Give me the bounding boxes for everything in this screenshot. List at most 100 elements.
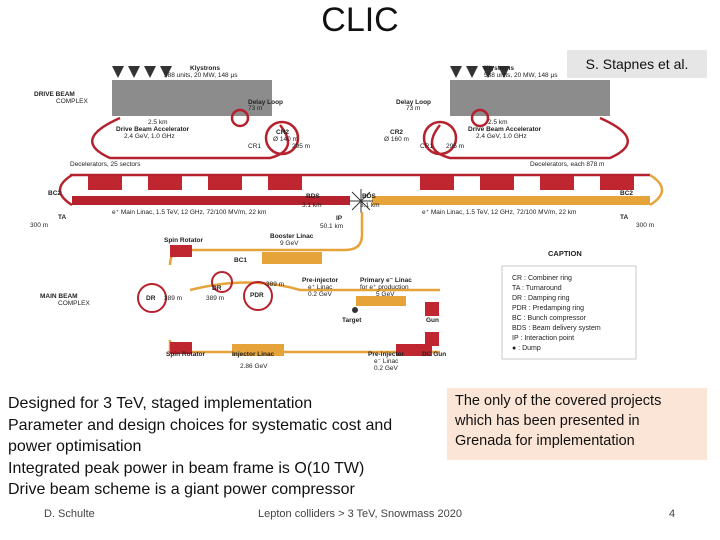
label-ta-left-len: 300 m <box>30 222 48 229</box>
label-klystrons-left: Klystrons <box>190 65 220 72</box>
klystron-icons-right <box>450 66 510 78</box>
main-beam-modules <box>170 245 439 356</box>
label-cr2-right-dim: Ø 160 m <box>384 136 409 143</box>
label-bc2-left: BC2 <box>48 190 61 197</box>
label-pdr-len: 389 m <box>266 281 284 288</box>
label-dr-left: DR <box>146 295 156 302</box>
klystron-block-right <box>450 80 610 116</box>
label-injector-linac: Injector Linac <box>232 351 275 358</box>
label-295-left: 295 m <box>292 143 310 150</box>
label-dr-right: DR <box>212 285 222 292</box>
pdr-ring <box>243 281 273 311</box>
decelerator-modules <box>88 176 634 190</box>
bullet-line: Drive beam scheme is a giant power compr… <box>8 481 355 498</box>
credit-box: S. Stapnes et al. <box>567 50 707 78</box>
label-ip: IP <box>336 215 343 222</box>
label-ta-right-len: 300 m <box>636 222 654 229</box>
label-klystrons-left-spec: 588 units, 20 MW, 148 μs <box>164 72 238 79</box>
label-cr2-left-dim: Ø 140 m <box>273 136 298 143</box>
label-295-right: 295 m <box>446 143 464 150</box>
label-primary-e: Primary e⁻ Linac <box>360 277 412 284</box>
label-dba-left-len: 2.5 km <box>148 119 168 126</box>
main-linac-right <box>372 196 650 205</box>
label-cr2-right: CR2 <box>390 129 403 136</box>
klystron-icons-left <box>112 66 172 78</box>
caption-item: CR : Combiner ring <box>512 275 572 282</box>
dr-ring-left <box>137 283 167 313</box>
label-primary-e-sub: for e⁺ production <box>360 284 409 291</box>
cr2-ring-right <box>422 120 458 156</box>
label-main-beam: MAIN BEAM <box>40 293 78 300</box>
caption-item: BC : Bunch compressor <box>512 315 587 322</box>
label-bc1: BC1 <box>234 257 247 264</box>
dr-ring-right <box>211 271 233 293</box>
label-dr-right-len: 389 m <box>206 295 224 302</box>
interaction-point-icon <box>349 189 373 213</box>
label-bds-left-len: 3.1 km <box>302 202 322 209</box>
label-primary-e-energy: 5 GeV <box>376 291 395 298</box>
delay-loop-right <box>470 108 490 128</box>
label-pre-injector-e: Pre-injector <box>302 277 339 284</box>
drive-beam-loop-right <box>430 116 629 160</box>
label-dba-right-len: 2.5 km <box>488 119 508 126</box>
caption-item: IP : Interaction point <box>512 335 574 342</box>
label-bds-right-len: 3.1 km <box>360 202 380 209</box>
bullet-list: Designed for 3 TeV, staged implementatio… <box>8 393 448 501</box>
turnaround-right <box>649 173 664 207</box>
label-dba-left: Drive Beam Accelerator <box>116 126 190 133</box>
target-dot <box>352 307 358 313</box>
label-cr1-left: CR1 <box>248 143 261 150</box>
label-dba-right-spec: 2.4 GeV, 1.0 GHz <box>476 133 527 140</box>
label-booster-linac: Booster Linac <box>270 233 314 240</box>
label-ta-right: TA <box>620 214 628 221</box>
label-main-linac-right: e⁺ Main Linac, 1.5 TeV, 12 GHz, 72/100 M… <box>422 209 576 216</box>
caption-title: CAPTION <box>548 249 582 258</box>
footer-author: D. Schulte <box>44 508 95 520</box>
label-spin-rotator-top: Spin Rotator <box>164 237 203 244</box>
label-ip-len: 50.1 km <box>320 223 343 230</box>
slide-title: CLIC <box>321 1 399 39</box>
main-linac-left <box>72 196 350 205</box>
label-pre-injector-dc-energy: 0.2 GeV <box>374 365 399 372</box>
label-injector-linac-energy: 2.86 GeV <box>240 363 268 370</box>
footer-event: Lepton colliders > 3 TeV, Snowmass 2020 <box>258 508 462 520</box>
bullet-line: power optimisation <box>8 438 142 455</box>
label-booster-linac-energy: 9 GeV <box>280 240 299 247</box>
label-klystrons-right-spec: 588 units, 20 MW, 148 μs <box>484 72 558 79</box>
delay-loop-left <box>230 108 250 128</box>
label-decelerators-left: Decelerators, 25 sectors <box>70 161 141 168</box>
label-dr-left-len: 389 m <box>164 295 182 302</box>
caption-item: ● : Dump <box>512 345 541 352</box>
caption-item: TA : Turnaround <box>512 285 562 292</box>
caption-item: PDR : Predamping ring <box>512 305 584 312</box>
label-bds-right: BDS <box>362 193 376 200</box>
drive-beam-loop-left <box>91 116 290 160</box>
label-pre-injector-dc-sub: e⁻ Linac <box>374 358 399 365</box>
bullet-line: Parameter and design choices for systema… <box>8 416 393 434</box>
label-main-beam-sub: COMPLEX <box>58 300 90 307</box>
bullet-line: Designed for 3 TeV, staged implementatio… <box>8 395 313 412</box>
page-number: 4 <box>669 508 676 520</box>
label-cr2-left: CR2 <box>276 129 289 136</box>
label-cr1-right: CR1 <box>420 143 433 150</box>
label-dc-gun: DC Gun <box>422 351 446 358</box>
label-delay-loop-right: Delay Loop <box>396 99 431 106</box>
label-main-linac-left: e⁺ Main Linac, 1.5 TeV, 12 GHz, 72/100 M… <box>112 209 266 216</box>
bullet-line: Integrated peak power in beam frame is O… <box>8 459 365 477</box>
cr2-ring-left <box>264 120 300 156</box>
label-delay-loop-left: Delay Loop <box>248 99 283 106</box>
label-pre-injector-dc: Pre-injector <box>368 351 405 358</box>
label-decelerators-right: Decelerators, each 878 m <box>530 161 604 168</box>
label-klystrons-right: Klystrons <box>484 65 514 72</box>
label-pre-injector-e-sub: e⁺ Linac <box>308 284 333 291</box>
klystron-block-left <box>112 80 272 116</box>
caption-item: BDS : Beam delivery system <box>512 325 601 332</box>
caption-item: DR : Damping ring <box>512 295 570 302</box>
caption-box: CAPTION CR : Combiner ring TA : Turnarou… <box>501 249 637 360</box>
turnaround-left <box>58 173 73 207</box>
label-pdr: PDR <box>250 292 264 299</box>
label-spin-rotator-bottom: Spin Rotator <box>166 351 205 358</box>
label-target: Target <box>342 317 362 324</box>
label-delay-loop-right-len: 73 m <box>406 105 420 112</box>
caption-frame <box>501 265 637 360</box>
